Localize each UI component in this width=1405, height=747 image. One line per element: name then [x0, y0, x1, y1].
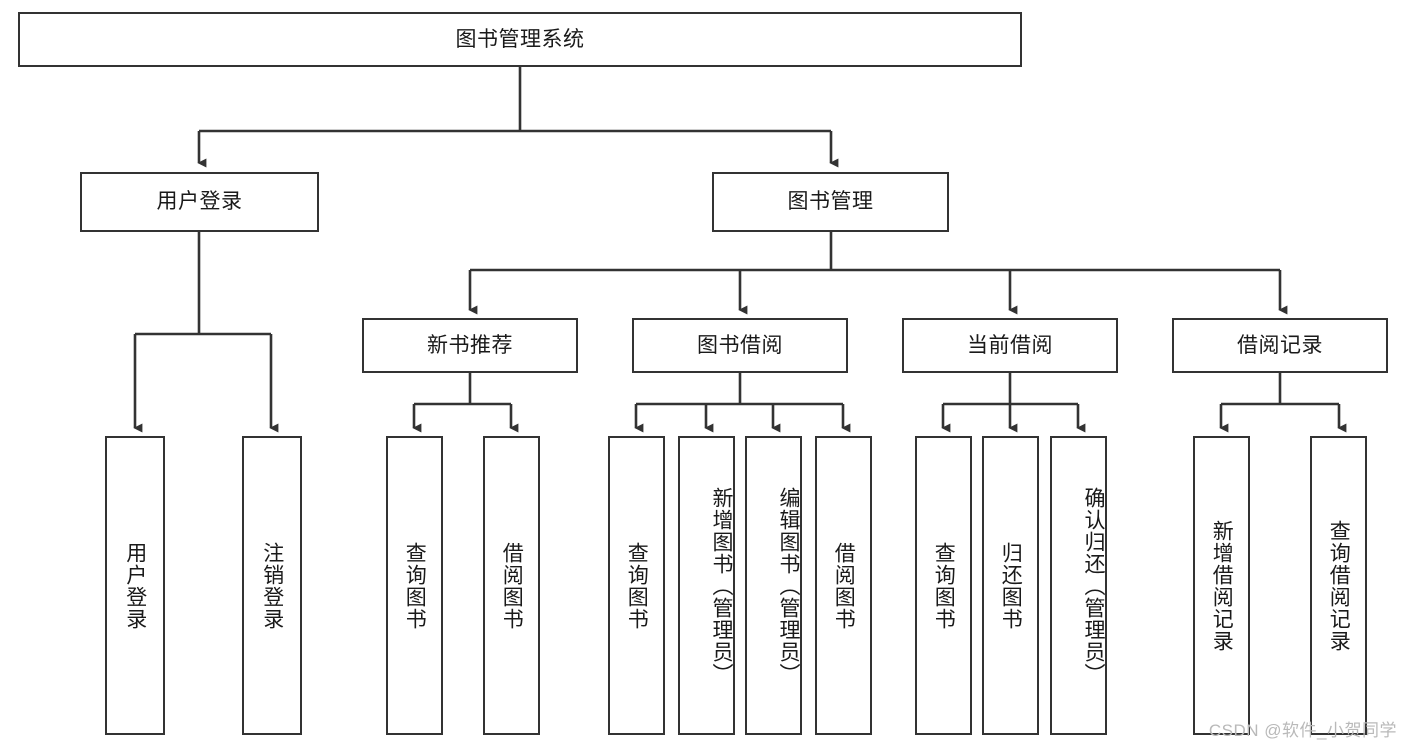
node-user-login[interactable]: 用户登录	[80, 172, 319, 232]
node-new-book-recommend[interactable]: 新书推荐	[362, 318, 578, 373]
node-borrow-record[interactable]: 借阅记录	[1172, 318, 1388, 373]
node-label: 查询图书	[625, 541, 649, 630]
leaf-current-borrow-confirm-return-admin[interactable]: 确认归还（管理员）	[1050, 436, 1107, 735]
leaf-user-login-login[interactable]: 用户登录	[105, 436, 165, 735]
node-label: 查询借阅记录	[1327, 519, 1351, 652]
leaf-user-login-logout[interactable]: 注销登录	[242, 436, 302, 735]
node-label: 用户登录	[123, 541, 147, 630]
node-book-management[interactable]: 图书管理	[712, 172, 949, 232]
node-label: 归还图书	[999, 541, 1023, 630]
node-label: 图书借阅	[697, 333, 783, 357]
node-label: 借阅图书	[832, 541, 856, 630]
leaf-current-borrow-return-book[interactable]: 归还图书	[982, 436, 1039, 735]
node-label: 新增图书（管理员）	[710, 486, 733, 685]
leaf-borrow-record-add-record[interactable]: 新增借阅记录	[1193, 436, 1250, 735]
node-label: 新增借阅记录	[1210, 519, 1234, 652]
node-label: 用户登录	[156, 190, 243, 214]
leaf-book-borrow-add-book-admin[interactable]: 新增图书（管理员）	[678, 436, 735, 735]
node-label: 确认归还（管理员）	[1082, 486, 1105, 685]
node-current-borrow[interactable]: 当前借阅	[902, 318, 1118, 373]
node-label: 编辑图书（管理员）	[777, 486, 800, 685]
node-label: 借阅记录	[1237, 333, 1323, 357]
leaf-borrow-record-query-record[interactable]: 查询借阅记录	[1310, 436, 1367, 735]
node-root-library-management-system[interactable]: 图书管理系统	[18, 12, 1022, 67]
node-label: 查询图书	[403, 541, 427, 630]
leaf-new-book-borrow-book[interactable]: 借阅图书	[483, 436, 540, 735]
node-label: 图书管理	[787, 190, 874, 214]
leaf-book-borrow-edit-book-admin[interactable]: 编辑图书（管理员）	[745, 436, 802, 735]
node-label: 注销登录	[260, 541, 284, 630]
node-label: 图书管理系统	[455, 27, 585, 51]
leaf-book-borrow-query-book[interactable]: 查询图书	[608, 436, 665, 735]
node-label: 新书推荐	[427, 333, 513, 357]
node-label: 借阅图书	[500, 541, 524, 630]
leaf-book-borrow-borrow-book[interactable]: 借阅图书	[815, 436, 872, 735]
node-label: 查询图书	[932, 541, 956, 630]
node-book-borrow[interactable]: 图书借阅	[632, 318, 848, 373]
leaf-current-borrow-query-book[interactable]: 查询图书	[915, 436, 972, 735]
node-label: 当前借阅	[967, 333, 1053, 357]
leaf-new-book-query-book[interactable]: 查询图书	[386, 436, 443, 735]
